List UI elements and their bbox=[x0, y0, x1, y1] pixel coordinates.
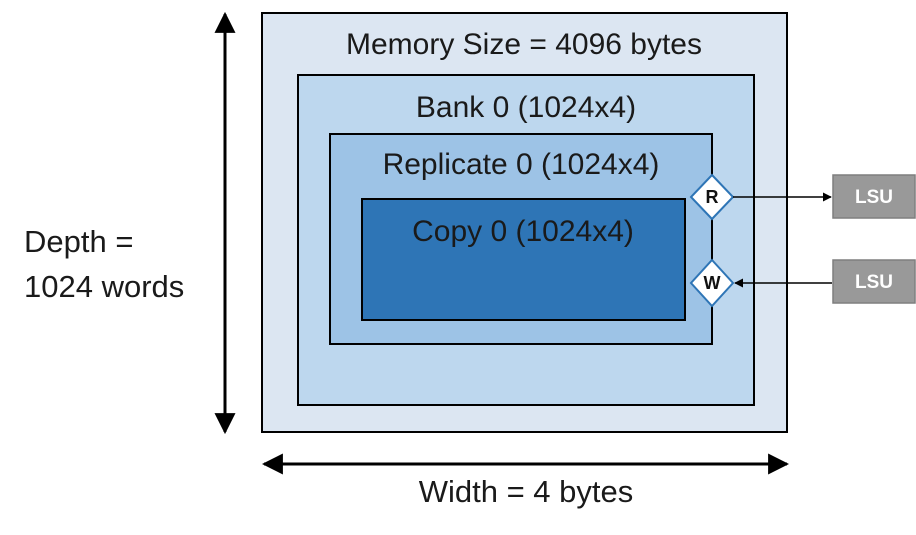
read-port-diamond-icon bbox=[689, 173, 735, 221]
depth-label-line1: Depth = bbox=[24, 224, 133, 259]
read-port-label: R bbox=[706, 187, 719, 207]
lsu-top-label: LSU bbox=[855, 187, 893, 208]
copy-box bbox=[361, 198, 686, 321]
lsu-top-box bbox=[832, 174, 916, 219]
write-port: W bbox=[689, 258, 735, 308]
copy-label: Copy 0 (1024x4) bbox=[412, 215, 634, 248]
replicate-label: Replicate 0 (1024x4) bbox=[383, 148, 660, 181]
lsu-bottom-box bbox=[832, 259, 916, 304]
memory-label: Memory Size = 4096 bytes bbox=[346, 28, 702, 61]
lsu-bottom-label: LSU bbox=[855, 272, 893, 293]
width-label: Width = 4 bytes bbox=[419, 474, 634, 509]
bank-label: Bank 0 (1024x4) bbox=[416, 91, 636, 124]
write-port-diamond-icon bbox=[689, 258, 735, 308]
read-port: R bbox=[689, 173, 735, 221]
depth-label-line2: 1024 words bbox=[24, 269, 184, 304]
write-port-label: W bbox=[704, 273, 721, 293]
